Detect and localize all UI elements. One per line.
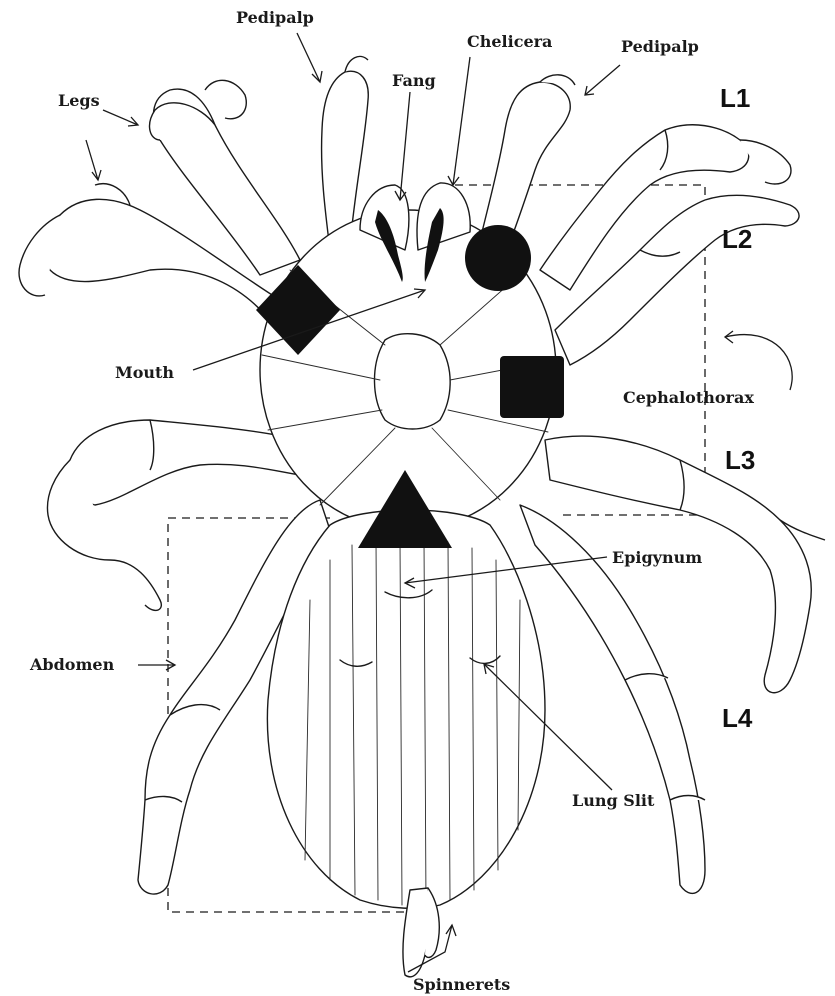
label-spinnerets: Spinnerets xyxy=(413,975,510,994)
label-pedipalp-right: Pedipalp xyxy=(621,37,699,56)
label-chelicera: Chelicera xyxy=(467,32,552,51)
spinnerets-shape xyxy=(403,888,439,977)
label-pedipalp-left: Pedipalp xyxy=(236,8,314,27)
label-abdomen: Abdomen xyxy=(29,655,115,674)
label-leg-l4: L4 xyxy=(722,703,753,733)
sternum xyxy=(374,334,450,429)
square-marker xyxy=(500,356,564,418)
label-lung-slit: Lung Slit xyxy=(572,791,655,810)
label-mouth: Mouth xyxy=(115,363,174,382)
label-leg-l1: L1 xyxy=(720,83,750,113)
label-cephalothorax: Cephalothorax xyxy=(623,388,754,407)
label-leg-l2: L2 xyxy=(722,224,752,254)
label-epigynum: Epigynum xyxy=(612,548,702,567)
circle-marker xyxy=(465,225,531,291)
label-leg-l3: L3 xyxy=(725,445,755,475)
label-legs: Legs xyxy=(58,91,100,110)
label-fang: Fang xyxy=(392,71,436,90)
abdomen xyxy=(267,510,545,977)
